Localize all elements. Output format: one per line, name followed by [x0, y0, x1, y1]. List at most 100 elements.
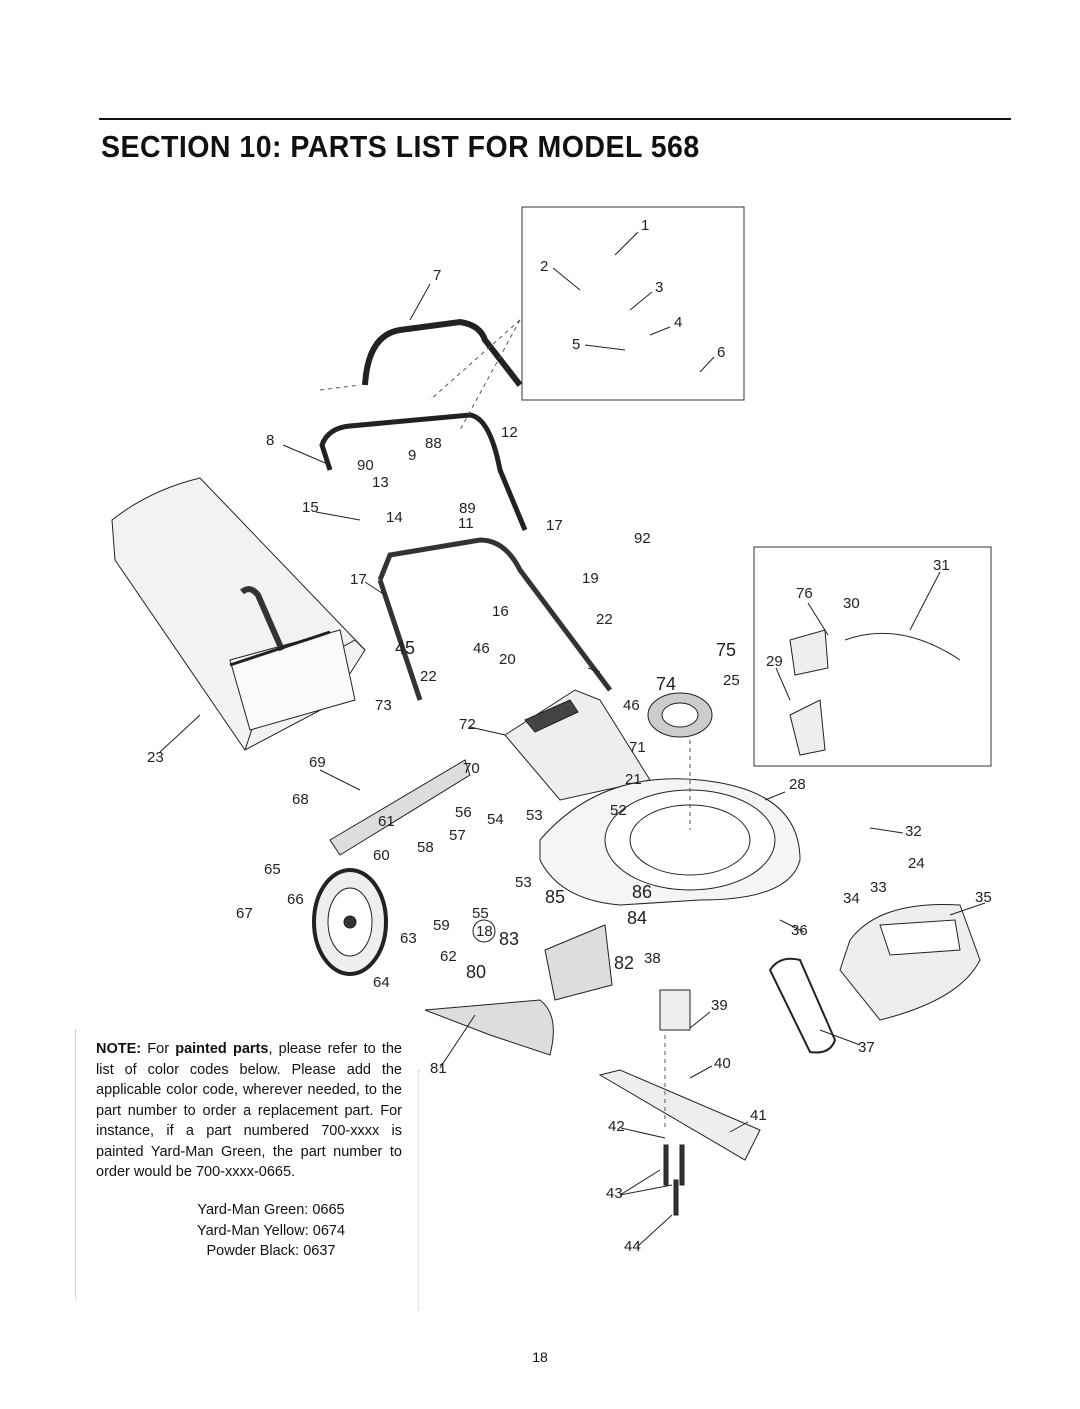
svg-text:3: 3 [655, 279, 663, 296]
svg-text:55: 55 [472, 905, 489, 922]
svg-text:40: 40 [714, 1055, 731, 1072]
svg-text:15: 15 [302, 499, 319, 516]
svg-text:13: 13 [372, 474, 389, 491]
svg-text:85: 85 [545, 887, 565, 907]
svg-text:9: 9 [408, 447, 416, 464]
svg-text:84: 84 [627, 908, 647, 928]
svg-text:59: 59 [433, 917, 450, 934]
rear-wheel [312, 868, 388, 976]
svg-text:44: 44 [624, 1238, 641, 1255]
painted-parts-note: NOTE: For painted parts, please refer to… [96, 1039, 402, 1183]
svg-text:86: 86 [632, 882, 652, 902]
rear-door [504, 689, 651, 801]
svg-text:88: 88 [425, 435, 442, 452]
header-rule [99, 118, 1011, 120]
svg-text:60: 60 [373, 847, 390, 864]
note-label: NOTE: [96, 1041, 142, 1057]
svg-text:74: 74 [656, 674, 676, 694]
svg-text:42: 42 [608, 1118, 625, 1135]
svg-text:66: 66 [287, 891, 304, 908]
svg-text:4: 4 [674, 314, 682, 331]
svg-text:34: 34 [843, 890, 860, 907]
svg-text:36: 36 [791, 922, 808, 939]
rear-baffle [329, 759, 471, 856]
svg-text:80: 80 [466, 962, 486, 982]
margin-mark [418, 1070, 420, 1310]
svg-text:38: 38 [644, 950, 661, 967]
svg-text:19: 19 [582, 570, 599, 587]
svg-text:25: 25 [723, 672, 740, 689]
svg-text:37: 37 [858, 1039, 875, 1056]
svg-text:22: 22 [420, 668, 437, 685]
svg-text:54: 54 [487, 811, 504, 828]
note-body: , please refer to the list of color code… [96, 1041, 402, 1180]
svg-text:21: 21 [625, 771, 642, 788]
svg-text:20: 20 [499, 651, 516, 668]
svg-text:72: 72 [459, 716, 476, 733]
svg-text:29: 29 [766, 653, 783, 670]
svg-text:61: 61 [378, 813, 395, 830]
color-code-item: Yard-Man Yellow: 0674 [196, 1222, 346, 1239]
control-handle [319, 412, 528, 531]
svg-text:43: 43 [606, 1185, 623, 1202]
svg-text:62: 62 [440, 948, 457, 965]
svg-text:16: 16 [492, 603, 509, 620]
svg-text:18: 18 [476, 923, 493, 940]
inset-box-handle-parts [521, 206, 745, 401]
note-emphasis: painted parts [175, 1041, 269, 1057]
svg-text:70: 70 [463, 760, 480, 777]
svg-text:89: 89 [459, 500, 476, 517]
svg-text:14: 14 [386, 509, 403, 526]
svg-text:71: 71 [629, 739, 646, 756]
svg-text:35: 35 [975, 889, 992, 906]
svg-text:31: 31 [933, 557, 950, 574]
note-pre: For [141, 1041, 176, 1057]
svg-text:33: 33 [870, 879, 887, 896]
svg-text:90: 90 [357, 457, 374, 474]
svg-text:46: 46 [473, 640, 490, 657]
page-number: 18 [532, 1349, 548, 1365]
grass-catcher-bag [111, 477, 366, 751]
svg-text:1: 1 [641, 217, 649, 234]
svg-text:23: 23 [147, 749, 164, 766]
mulch-door [544, 924, 613, 1001]
svg-text:65: 65 [264, 861, 281, 878]
margin-mark [75, 1030, 77, 1300]
svg-text:17: 17 [546, 517, 563, 534]
svg-text:76: 76 [796, 585, 813, 602]
svg-text:41: 41 [750, 1107, 767, 1124]
svg-text:56: 56 [455, 804, 472, 821]
svg-text:28: 28 [789, 776, 806, 793]
mower-deck [539, 778, 801, 906]
svg-text:68: 68 [292, 791, 309, 808]
svg-text:24: 24 [908, 855, 925, 872]
svg-text:83: 83 [499, 929, 519, 949]
blade-assembly [598, 989, 761, 1216]
callout-labels: 1 2 3 4 5 6 7 8 9 88 90 13 12 15 14 89 1… [147, 217, 992, 1255]
svg-text:8: 8 [266, 432, 274, 449]
svg-text:6: 6 [717, 344, 725, 361]
svg-text:11: 11 [458, 515, 474, 532]
svg-text:75: 75 [716, 640, 736, 660]
svg-text:92: 92 [634, 530, 651, 547]
svg-text:63: 63 [400, 930, 417, 947]
color-code-item: Yard-Man Green: 0665 [197, 1202, 345, 1218]
page-title: SECTION 10: PARTS LIST FOR MODEL 568 [101, 129, 700, 164]
upper-handle [362, 318, 523, 387]
color-code-item: Powder Black: 0637 [206, 1243, 336, 1259]
svg-text:7: 7 [433, 267, 441, 284]
svg-text:45: 45 [395, 638, 415, 658]
drive-belt [768, 957, 837, 1054]
svg-text:73: 73 [375, 697, 392, 714]
svg-text:12: 12 [501, 424, 518, 441]
front-cover [839, 903, 981, 1021]
svg-text:5: 5 [572, 336, 580, 353]
svg-text:64: 64 [373, 974, 390, 991]
deck-inset-drawing [789, 629, 961, 756]
svg-text:58: 58 [417, 839, 434, 856]
svg-text:17: 17 [350, 571, 367, 588]
svg-text:82: 82 [614, 953, 634, 973]
svg-text:67: 67 [236, 905, 253, 922]
svg-text:46: 46 [623, 697, 640, 714]
